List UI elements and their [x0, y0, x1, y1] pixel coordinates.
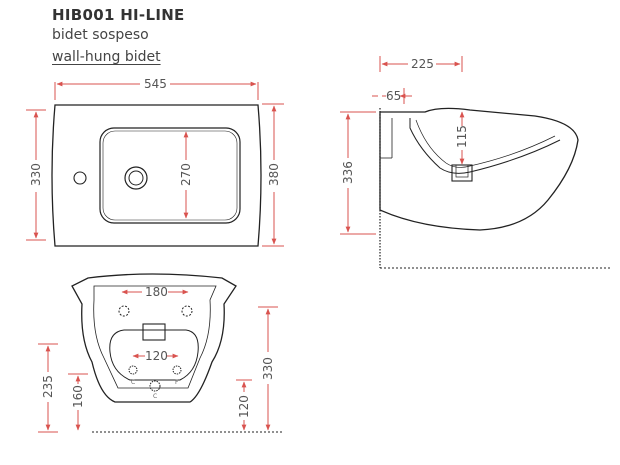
dim-330-top: 330	[29, 163, 43, 186]
tap-label-f: F	[175, 379, 179, 386]
dim-160: 160	[71, 385, 85, 408]
tap-hole	[73, 171, 87, 185]
subtitle-english: wall-hung bidet	[52, 49, 161, 65]
rear-view: C F C 180 120 235 160 120 330	[38, 273, 282, 433]
dim-115: 115	[455, 125, 469, 148]
top-view: 545 330 270 380	[26, 77, 284, 247]
fixing-hole-right	[181, 305, 193, 317]
rear-view-outline	[71, 273, 237, 403]
dim-235: 235	[41, 375, 55, 398]
dim-545: 545	[144, 77, 167, 91]
dim-225: 225	[411, 57, 434, 71]
dim-65: 65	[386, 89, 401, 103]
dim-336: 336	[341, 161, 355, 184]
tap-center	[149, 380, 161, 392]
tap-label-c: C	[131, 379, 135, 386]
tap-hot	[172, 365, 182, 375]
tap-label-center: C	[153, 393, 157, 400]
side-view-outline	[379, 107, 579, 231]
dim-380: 380	[267, 163, 281, 186]
dim-120-bottom: 120	[237, 395, 251, 418]
top-view-outline	[51, 104, 262, 247]
dim-270: 270	[179, 163, 193, 186]
dim-120-taps: 120	[145, 349, 168, 363]
side-view: 225 65 115 336	[340, 56, 610, 269]
fixing-hole-left	[118, 305, 130, 317]
tap-cold	[128, 365, 138, 375]
rear-drain	[142, 323, 166, 341]
dim-330-rear: 330	[261, 357, 275, 380]
product-title: HIB001 HI-LINE	[52, 6, 185, 24]
drain-hole	[124, 166, 148, 190]
subtitle-italian: bidet sospeso	[52, 27, 149, 43]
dim-180: 180	[145, 285, 168, 299]
top-view-bowl	[99, 127, 241, 224]
